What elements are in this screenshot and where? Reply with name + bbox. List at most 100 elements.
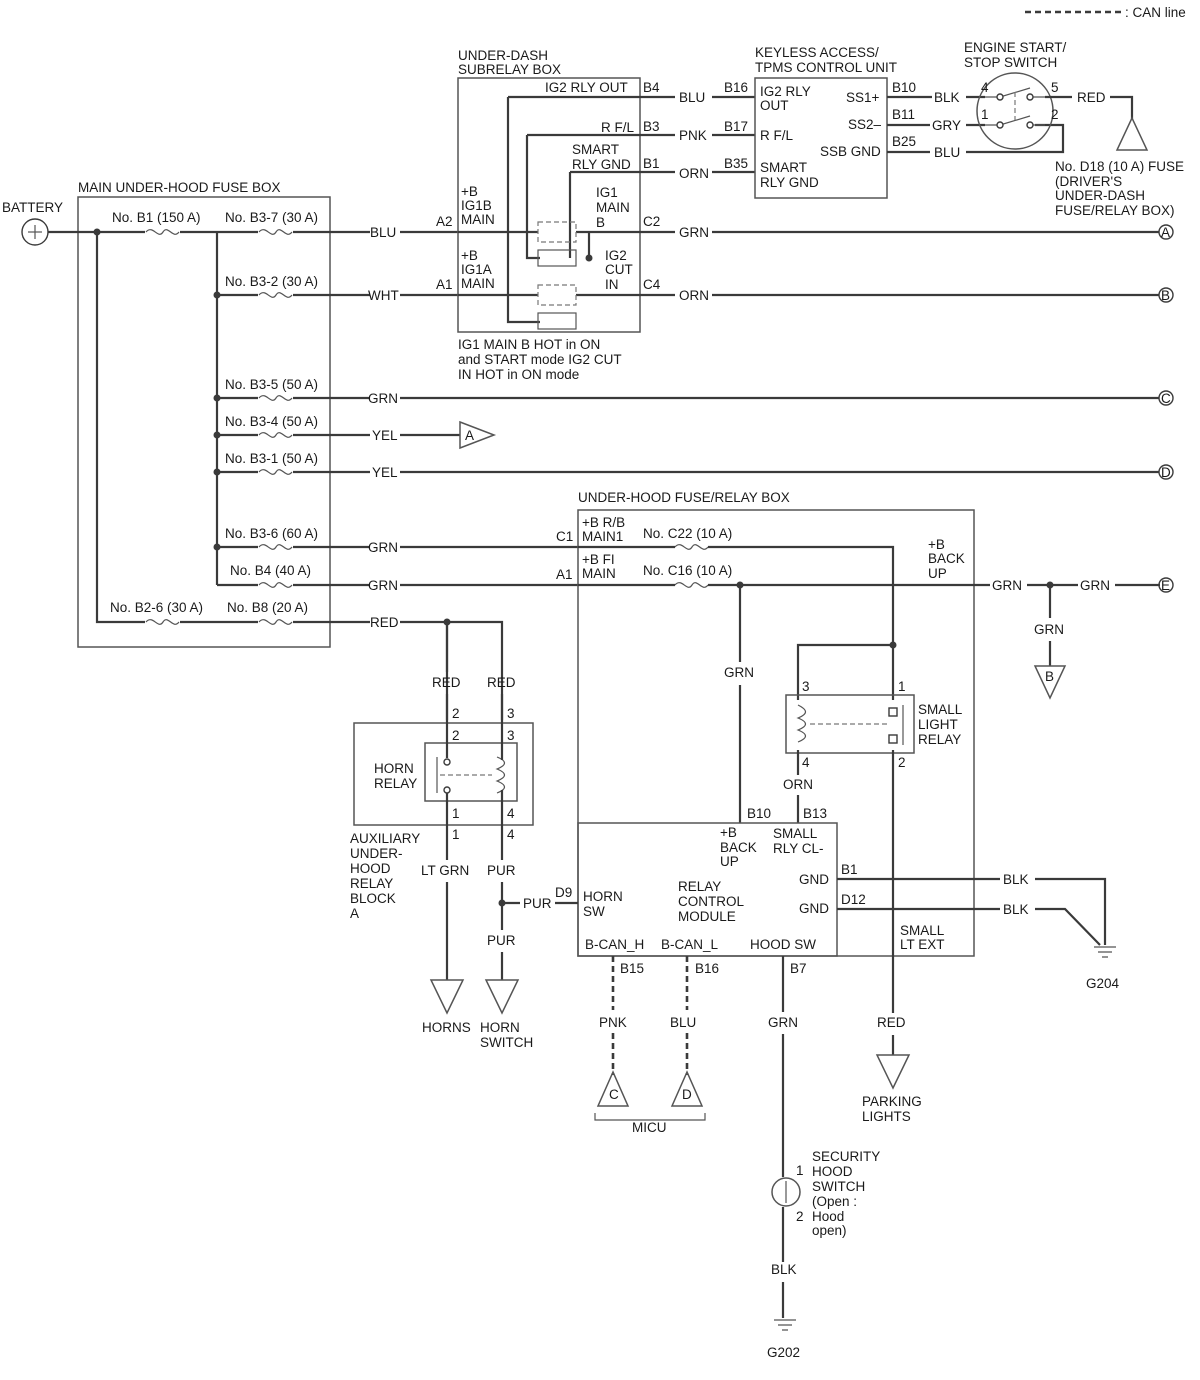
wire-grn-b36: GRN	[368, 540, 398, 555]
micu-label: MICU	[632, 1120, 667, 1135]
under-hood-fuse-relay-box: UNDER-HOOD FUSE/RELAY BOX C1 A1 +B R/B M…	[556, 490, 975, 957]
hood-switch-label-4: (Open :	[812, 1194, 857, 1209]
pin-b1: B1	[643, 156, 660, 171]
micu-d-label: D	[682, 1087, 692, 1102]
connector-a-arrow: A	[459, 420, 497, 450]
parking-label-2: LIGHTS	[862, 1109, 911, 1124]
small-light-relay: SMALL LIGHT RELAY 3 1 4 2	[785, 679, 963, 770]
module-title-3: MODULE	[678, 909, 736, 924]
horn-switch: HORN SWITCH	[480, 979, 533, 1050]
slr-label-3: RELAY	[918, 732, 961, 747]
pin-b10-keyless: B10	[892, 80, 916, 95]
wire-blu-can: BLU	[670, 1015, 696, 1030]
wire-red-parking: RED	[877, 1015, 906, 1030]
engine-start-stop-switch: ENGINE START/ STOP SWITCH 4 5 1 2	[964, 40, 1067, 150]
connector-d: D	[1158, 464, 1174, 480]
slr-pin-1: 1	[898, 679, 906, 694]
wire-blk-d12: BLK	[1003, 902, 1029, 917]
auxiliary-horn-relay-block: HORN RELAY 2 3 2 3 1 4 1 4 AUXILIARY UND…	[350, 706, 534, 921]
wire-grn-e1: GRN	[992, 578, 1022, 593]
horn-pin-1-bottom: 1	[452, 827, 460, 842]
micu-connector-d: D	[670, 1070, 704, 1107]
horn-pin-2: 2	[452, 728, 460, 743]
pin-b35-keyless: B35	[724, 156, 748, 171]
fuse-b3-7: No. B3-7 (30 A)	[225, 210, 318, 225]
micu-c-label: C	[609, 1087, 619, 1102]
relay-box-title: UNDER-HOOD FUSE/RELAY BOX	[578, 490, 790, 505]
connector-b: B	[1158, 287, 1174, 303]
horn-pin-3-top: 3	[507, 706, 515, 721]
keyless-ss1: SS1+	[846, 90, 880, 105]
aux-block-5: BLOCK	[350, 891, 396, 906]
subrelay-note-1: IG1 MAIN B HOT in ON	[458, 337, 600, 352]
horn-pin-1: 1	[452, 806, 460, 821]
horn-relay-label-2: RELAY	[374, 776, 417, 791]
wire-blk-b1: BLK	[1003, 872, 1029, 887]
keyless-ss2: SS2–	[848, 117, 882, 132]
pin-b25-keyless: B25	[892, 134, 916, 149]
d18-line-3: UNDER-DASH	[1055, 188, 1145, 203]
wire-pur-3: PUR	[487, 933, 516, 948]
parking-label-1: PARKING	[862, 1094, 922, 1109]
hood-switch-label-5: Hood	[812, 1209, 844, 1224]
legend: : CAN line	[1025, 5, 1186, 20]
wire-pur-2: PUR	[523, 896, 552, 911]
pin-b3: B3	[643, 119, 660, 134]
ig1a-3: MAIN	[461, 276, 495, 291]
wire-grn-b-ground: GRN	[1034, 622, 1064, 637]
fimain-1: +B FI	[582, 552, 615, 567]
wire-orn-c4: ORN	[679, 288, 709, 303]
module-backup-1: +B	[720, 825, 737, 840]
pin-a1: A1	[436, 277, 453, 292]
pin-b15-module: B15	[620, 961, 644, 976]
wire-grn-b4: GRN	[368, 578, 398, 593]
connector-a-label: A	[1161, 225, 1170, 240]
fuse-b4: No. B4 (40 A)	[230, 563, 311, 578]
subrelay-title-2: SUBRELAY BOX	[458, 62, 561, 77]
start-switch-title-1: ENGINE START/	[964, 40, 1067, 55]
horn-pin-2-top: 2	[452, 706, 460, 721]
connector-a: A	[1158, 224, 1174, 240]
horn-relay-label-1: HORN	[374, 761, 414, 776]
wire-wht: WHT	[368, 288, 399, 303]
slr-pin-4: 4	[802, 755, 810, 770]
fuse-b2-6: No. B2-6 (30 A)	[110, 600, 203, 615]
battery-label: BATTERY	[2, 200, 63, 215]
pin-b11-keyless: B11	[892, 107, 915, 122]
wire-blu-b25: BLU	[934, 145, 960, 160]
ig2cut-1: IG2	[605, 248, 627, 263]
module-hoodsw: HOOD SW	[750, 937, 816, 952]
aux-block-1: AUXILIARY	[350, 831, 420, 846]
ig1mainb-2: MAIN	[596, 200, 630, 215]
wire-grn-e2: GRN	[1080, 578, 1110, 593]
ig1mainb-3: B	[596, 215, 605, 230]
small-lt-ext-1: SMALL	[900, 923, 945, 938]
wire-grn-c2: GRN	[679, 225, 709, 240]
wire-pur-1: PUR	[487, 863, 516, 878]
wire-yel-d: YEL	[372, 465, 398, 480]
keyless-ig2rly-1: IG2 RLY	[760, 84, 811, 99]
d18-line-2: (DRIVER'S	[1055, 174, 1122, 189]
ig1a-2: IG1A	[461, 262, 492, 277]
horn-pin-4: 4	[507, 806, 515, 821]
pin-b1-module: B1	[841, 862, 858, 877]
fuse-b3-4: No. B3-4 (50 A)	[225, 414, 318, 429]
keyless-title-2: TPMS CONTROL UNIT	[755, 60, 897, 75]
slr-label-2: LIGHT	[918, 717, 958, 732]
aux-block-6: A	[350, 906, 359, 921]
module-bcanh: B-CAN_H	[585, 937, 644, 952]
d18-fuse-label: No. D18 (10 A) FUSE (DRIVER'S UNDER-DASH…	[1055, 159, 1184, 218]
wire-pnk-b3: PNK	[679, 128, 707, 143]
slr-pin-3: 3	[802, 679, 810, 694]
pin-b16-module: B16	[695, 961, 719, 976]
start-switch-title-2: STOP SWITCH	[964, 55, 1057, 70]
connector-b-arrow: B	[1033, 665, 1067, 700]
fuse-c16: No. C16 (10 A)	[643, 563, 732, 578]
ground-g202: G202	[767, 1319, 800, 1360]
ig1b-1: +B	[461, 184, 478, 199]
fuse-b3-2: No. B3-2 (30 A)	[225, 274, 318, 289]
module-hornsw-2: SW	[583, 904, 605, 919]
relay-control-module: B10 B13 +B BACK UP SMALL RLY CL- GND GND…	[555, 806, 945, 976]
module-smallrly-1: SMALL	[773, 826, 818, 841]
connector-e: E	[1158, 577, 1174, 593]
